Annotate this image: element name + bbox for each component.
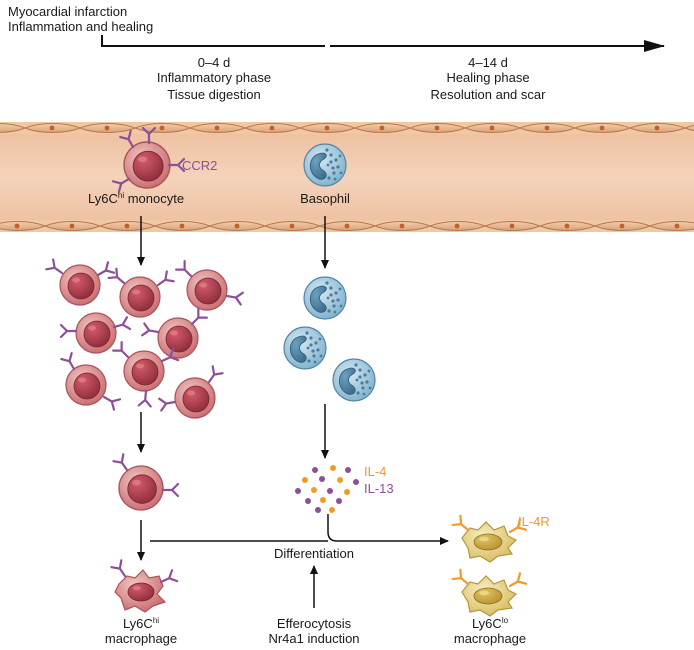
ly6chi-macrophage-label-2: macrophage (105, 631, 177, 646)
efferocytosis-label: Efferocytosis (277, 616, 352, 631)
ly6chi-monocyte-label: Ly6Chi monocyte (88, 191, 184, 206)
vessel-wall-top (0, 122, 694, 134)
basophil-label: Basophil (300, 191, 350, 206)
blood-vessel (0, 122, 694, 232)
single-monocyte-cell (112, 453, 180, 511)
ly6clo-macrophage-label-1: Ly6Clo (472, 616, 509, 631)
cytokine-dots (295, 465, 359, 513)
ly6chi-macrophage-cell (110, 559, 179, 613)
ly6clo-macrophage-label-2: macrophage (454, 631, 526, 646)
phase1-range: 0–4 d (198, 55, 231, 70)
basophil-cluster (283, 276, 376, 402)
monocyte-cluster (45, 258, 244, 419)
ly6chi-macrophage-label-1: Ly6Chi (123, 616, 159, 631)
arrow-cytokine-to-differentiation (327, 514, 449, 545)
phase2-name: Healing phase (446, 70, 529, 85)
il4r-label: IL-4R (518, 514, 550, 529)
differentiation-label: Differentiation (274, 546, 354, 561)
phase2-range: 4–14 d (468, 55, 508, 70)
header-line-1: Myocardial infarction (8, 4, 127, 19)
header-line-2: Inflammation and healing (8, 19, 153, 34)
phase1-name: Inflammatory phase (157, 70, 271, 85)
nr4a1-induction-label: Nr4a1 induction (268, 631, 359, 646)
vessel-wall-bottom (0, 220, 694, 232)
ccr2-label: CCR2 (182, 158, 217, 173)
ly6clo-macrophage-cell-1 (451, 514, 528, 563)
phase2-desc: Resolution and scar (431, 87, 547, 102)
basophil-cell (303, 143, 347, 187)
phase1-desc: Tissue digestion (167, 87, 260, 102)
ly6clo-macrophage-cell-2 (451, 568, 528, 617)
il4-label: IL-4 (364, 464, 386, 479)
il13-label: IL-13 (364, 481, 394, 496)
